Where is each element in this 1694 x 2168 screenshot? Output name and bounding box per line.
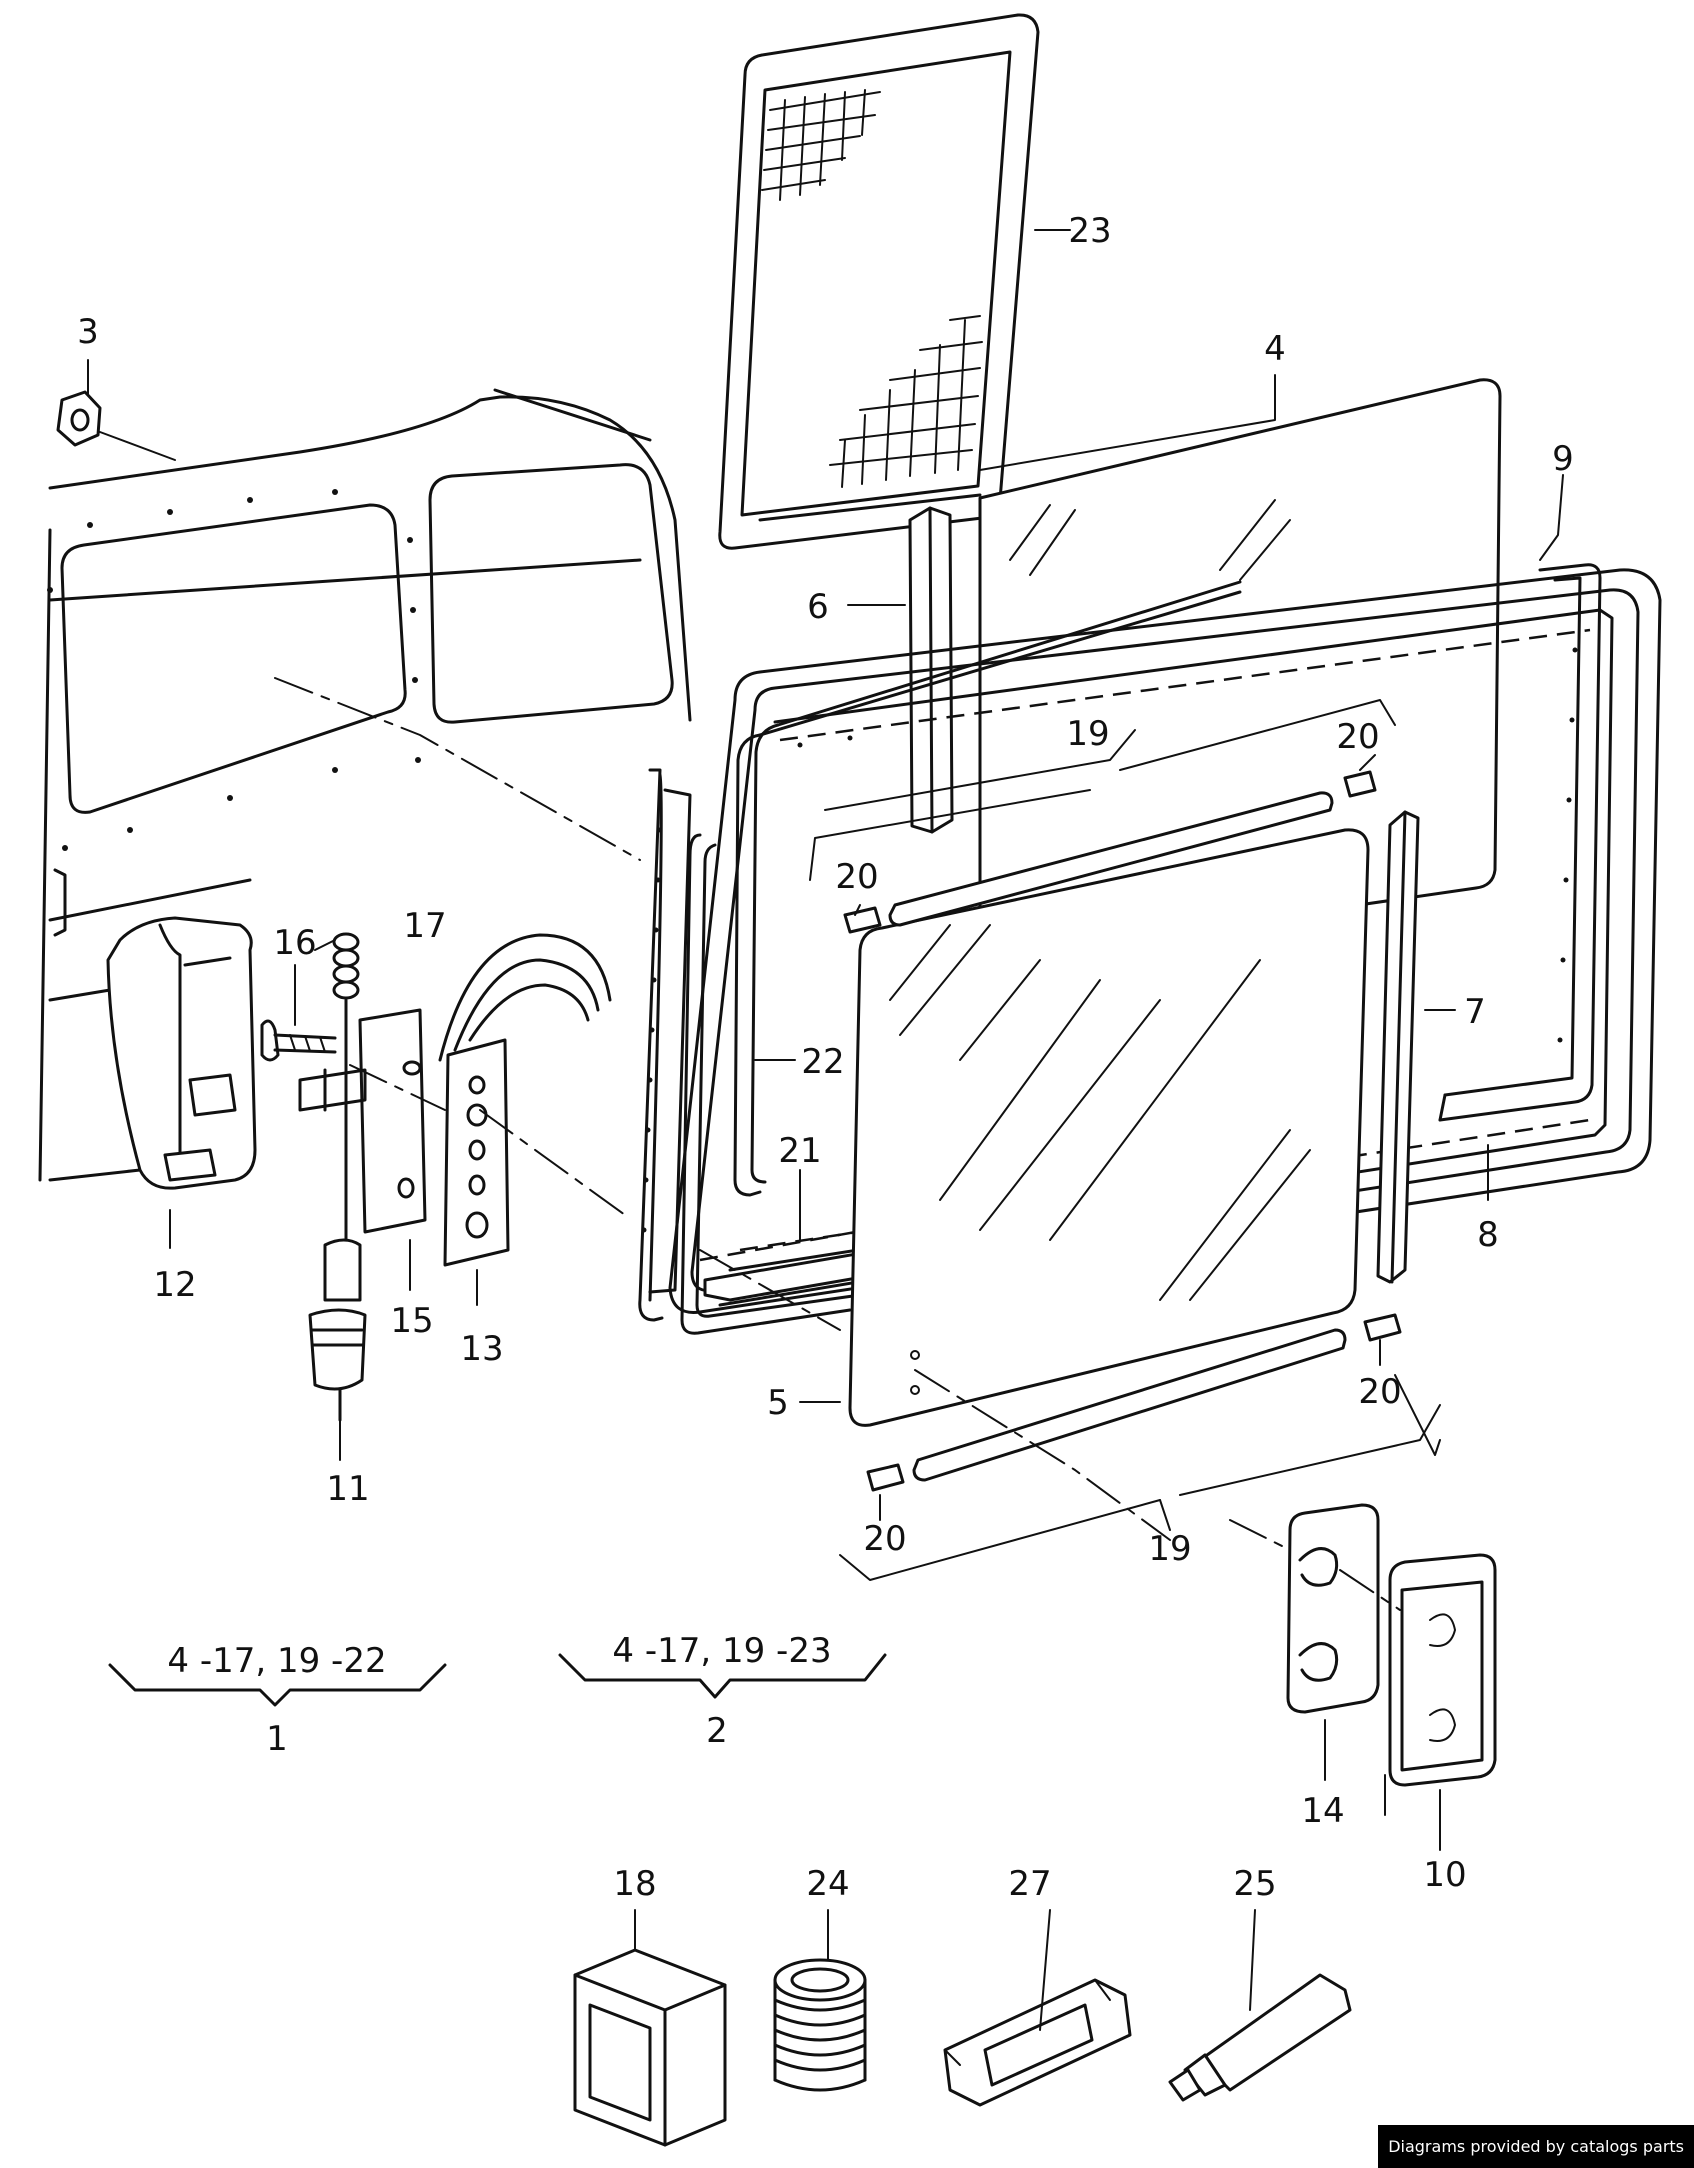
callout-27: 27 <box>1008 1864 1051 1904</box>
part-9-seal <box>1438 563 1602 1122</box>
part-19-rails <box>888 791 1347 1482</box>
vehicle-body <box>38 388 692 1182</box>
callout-9: 9 <box>1552 439 1574 479</box>
part-10-cover <box>1388 1553 1497 1787</box>
part-11-hinge-pin <box>308 998 367 1422</box>
callout-11: 11 <box>326 1469 369 1509</box>
kit-2-number: 2 <box>706 1711 728 1751</box>
body-rivets <box>47 489 421 851</box>
part-22-window-frame <box>638 580 1578 1335</box>
mesh-bottom <box>829 315 983 488</box>
part-4-glass-pane <box>978 378 1502 962</box>
kit-2-range: 4 -17, 19 -23 <box>612 1631 831 1671</box>
callout-5: 5 <box>767 1383 789 1423</box>
part-3-nut <box>56 390 102 447</box>
leader-lines <box>87 229 1564 2031</box>
callout-25: 25 <box>1233 1864 1276 1904</box>
callout-19-bottom: 19 <box>1148 1529 1191 1569</box>
part-16-screw <box>260 1019 337 1062</box>
part-12-hinge-housing <box>106 916 257 1190</box>
part-15-hinge-plate <box>298 1008 427 1234</box>
part-8-frame <box>668 568 1662 1314</box>
callout-20-top-left: 20 <box>835 857 878 897</box>
part-18-box <box>573 1948 727 2147</box>
callout-23: 23 <box>1068 211 1111 251</box>
callout-19-top: 19 <box>1066 714 1109 754</box>
callout-22: 22 <box>801 1042 844 1082</box>
kit-braces <box>108 1653 887 1707</box>
callout-6: 6 <box>807 587 829 627</box>
callout-14: 14 <box>1301 1791 1344 1831</box>
callout-4: 4 <box>1264 329 1286 369</box>
mesh-top <box>761 89 881 201</box>
part-7-seal <box>1376 810 1420 1284</box>
callout-24: 24 <box>806 1864 849 1904</box>
callout-15: 15 <box>390 1301 433 1341</box>
credit-banner: Diagrams provided by catalogs parts <box>1378 2125 1694 2168</box>
callout-21: 21 <box>778 1131 821 1171</box>
part-14-base-plate <box>1286 1503 1380 1714</box>
callout-17: 17 <box>403 906 446 946</box>
callout-8: 8 <box>1477 1215 1499 1255</box>
callout-12: 12 <box>153 1265 196 1305</box>
part-27-sachet <box>943 1978 1132 2107</box>
part-5-sliding-glass <box>848 828 1370 1427</box>
part-24-tape-roll <box>773 1958 867 2092</box>
frame-holes <box>641 647 1578 1233</box>
part-25-tube <box>1168 1973 1352 2102</box>
callout-7: 7 <box>1464 992 1486 1032</box>
callout-13: 13 <box>460 1329 503 1369</box>
part-13-gasket <box>443 1038 510 1267</box>
kit-1-range: 4 -17, 19 -22 <box>167 1641 386 1681</box>
callout-20-top-right: 20 <box>1336 717 1379 757</box>
callout-labels: 23 3 4 9 6 19 20 20 17 16 7 22 21 8 12 1… <box>77 211 1574 1904</box>
part-20-clips <box>843 770 1402 1492</box>
callout-18: 18 <box>613 1864 656 1904</box>
callout-20-bottom-right: 20 <box>1358 1372 1401 1412</box>
callout-3: 3 <box>77 312 99 352</box>
part-23-insect-screen <box>718 13 1040 550</box>
part-17-spring <box>332 932 360 1000</box>
callout-10: 10 <box>1423 1855 1466 1895</box>
callout-20-bottom-left: 20 <box>863 1519 906 1559</box>
kit-1-number: 1 <box>266 1719 288 1759</box>
callout-16: 16 <box>273 923 316 963</box>
